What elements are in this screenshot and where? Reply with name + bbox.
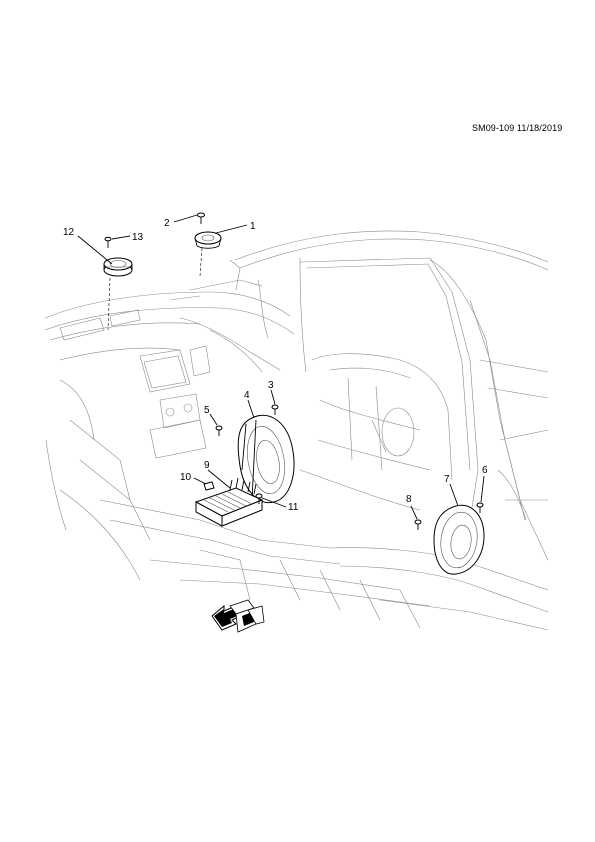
reference-code: SM09-109 11/18/2019 <box>472 123 563 133</box>
part-11-screw <box>255 493 263 504</box>
part-12-speaker <box>103 257 133 331</box>
callout-10: 10 <box>180 472 192 483</box>
part-6-screw <box>476 502 484 513</box>
part-3-screw <box>271 404 279 415</box>
callout-2: 2 <box>164 218 170 229</box>
part-1-tweeter <box>194 231 222 277</box>
leader-lines <box>77 214 485 520</box>
part-2-screw <box>197 212 205 224</box>
part-8-screw <box>414 519 422 530</box>
callout-13: 13 <box>132 232 144 243</box>
callout-labels: 1 2 3 4 5 6 7 8 9 10 11 12 13 <box>63 218 488 513</box>
part-4-door-speaker <box>237 414 295 504</box>
callout-12: 12 <box>63 227 75 238</box>
part-9-amplifier <box>194 477 264 527</box>
callout-11: 11 <box>288 502 299 513</box>
callout-5: 5 <box>204 405 210 416</box>
callout-6: 6 <box>482 465 488 476</box>
callout-7: 7 <box>444 474 450 485</box>
front-direction-arrow-icon <box>211 599 265 633</box>
callout-3: 3 <box>268 380 274 391</box>
callout-9: 9 <box>204 460 210 471</box>
callout-4: 4 <box>244 390 250 401</box>
part-13-screw <box>104 236 112 248</box>
callout-1: 1 <box>250 221 256 232</box>
part-10-clip <box>203 481 215 491</box>
callout-8: 8 <box>406 494 412 505</box>
part-7-rear-door-speaker <box>433 504 485 575</box>
part-5-screw <box>215 425 223 436</box>
vehicle-body-outline <box>44 230 549 631</box>
